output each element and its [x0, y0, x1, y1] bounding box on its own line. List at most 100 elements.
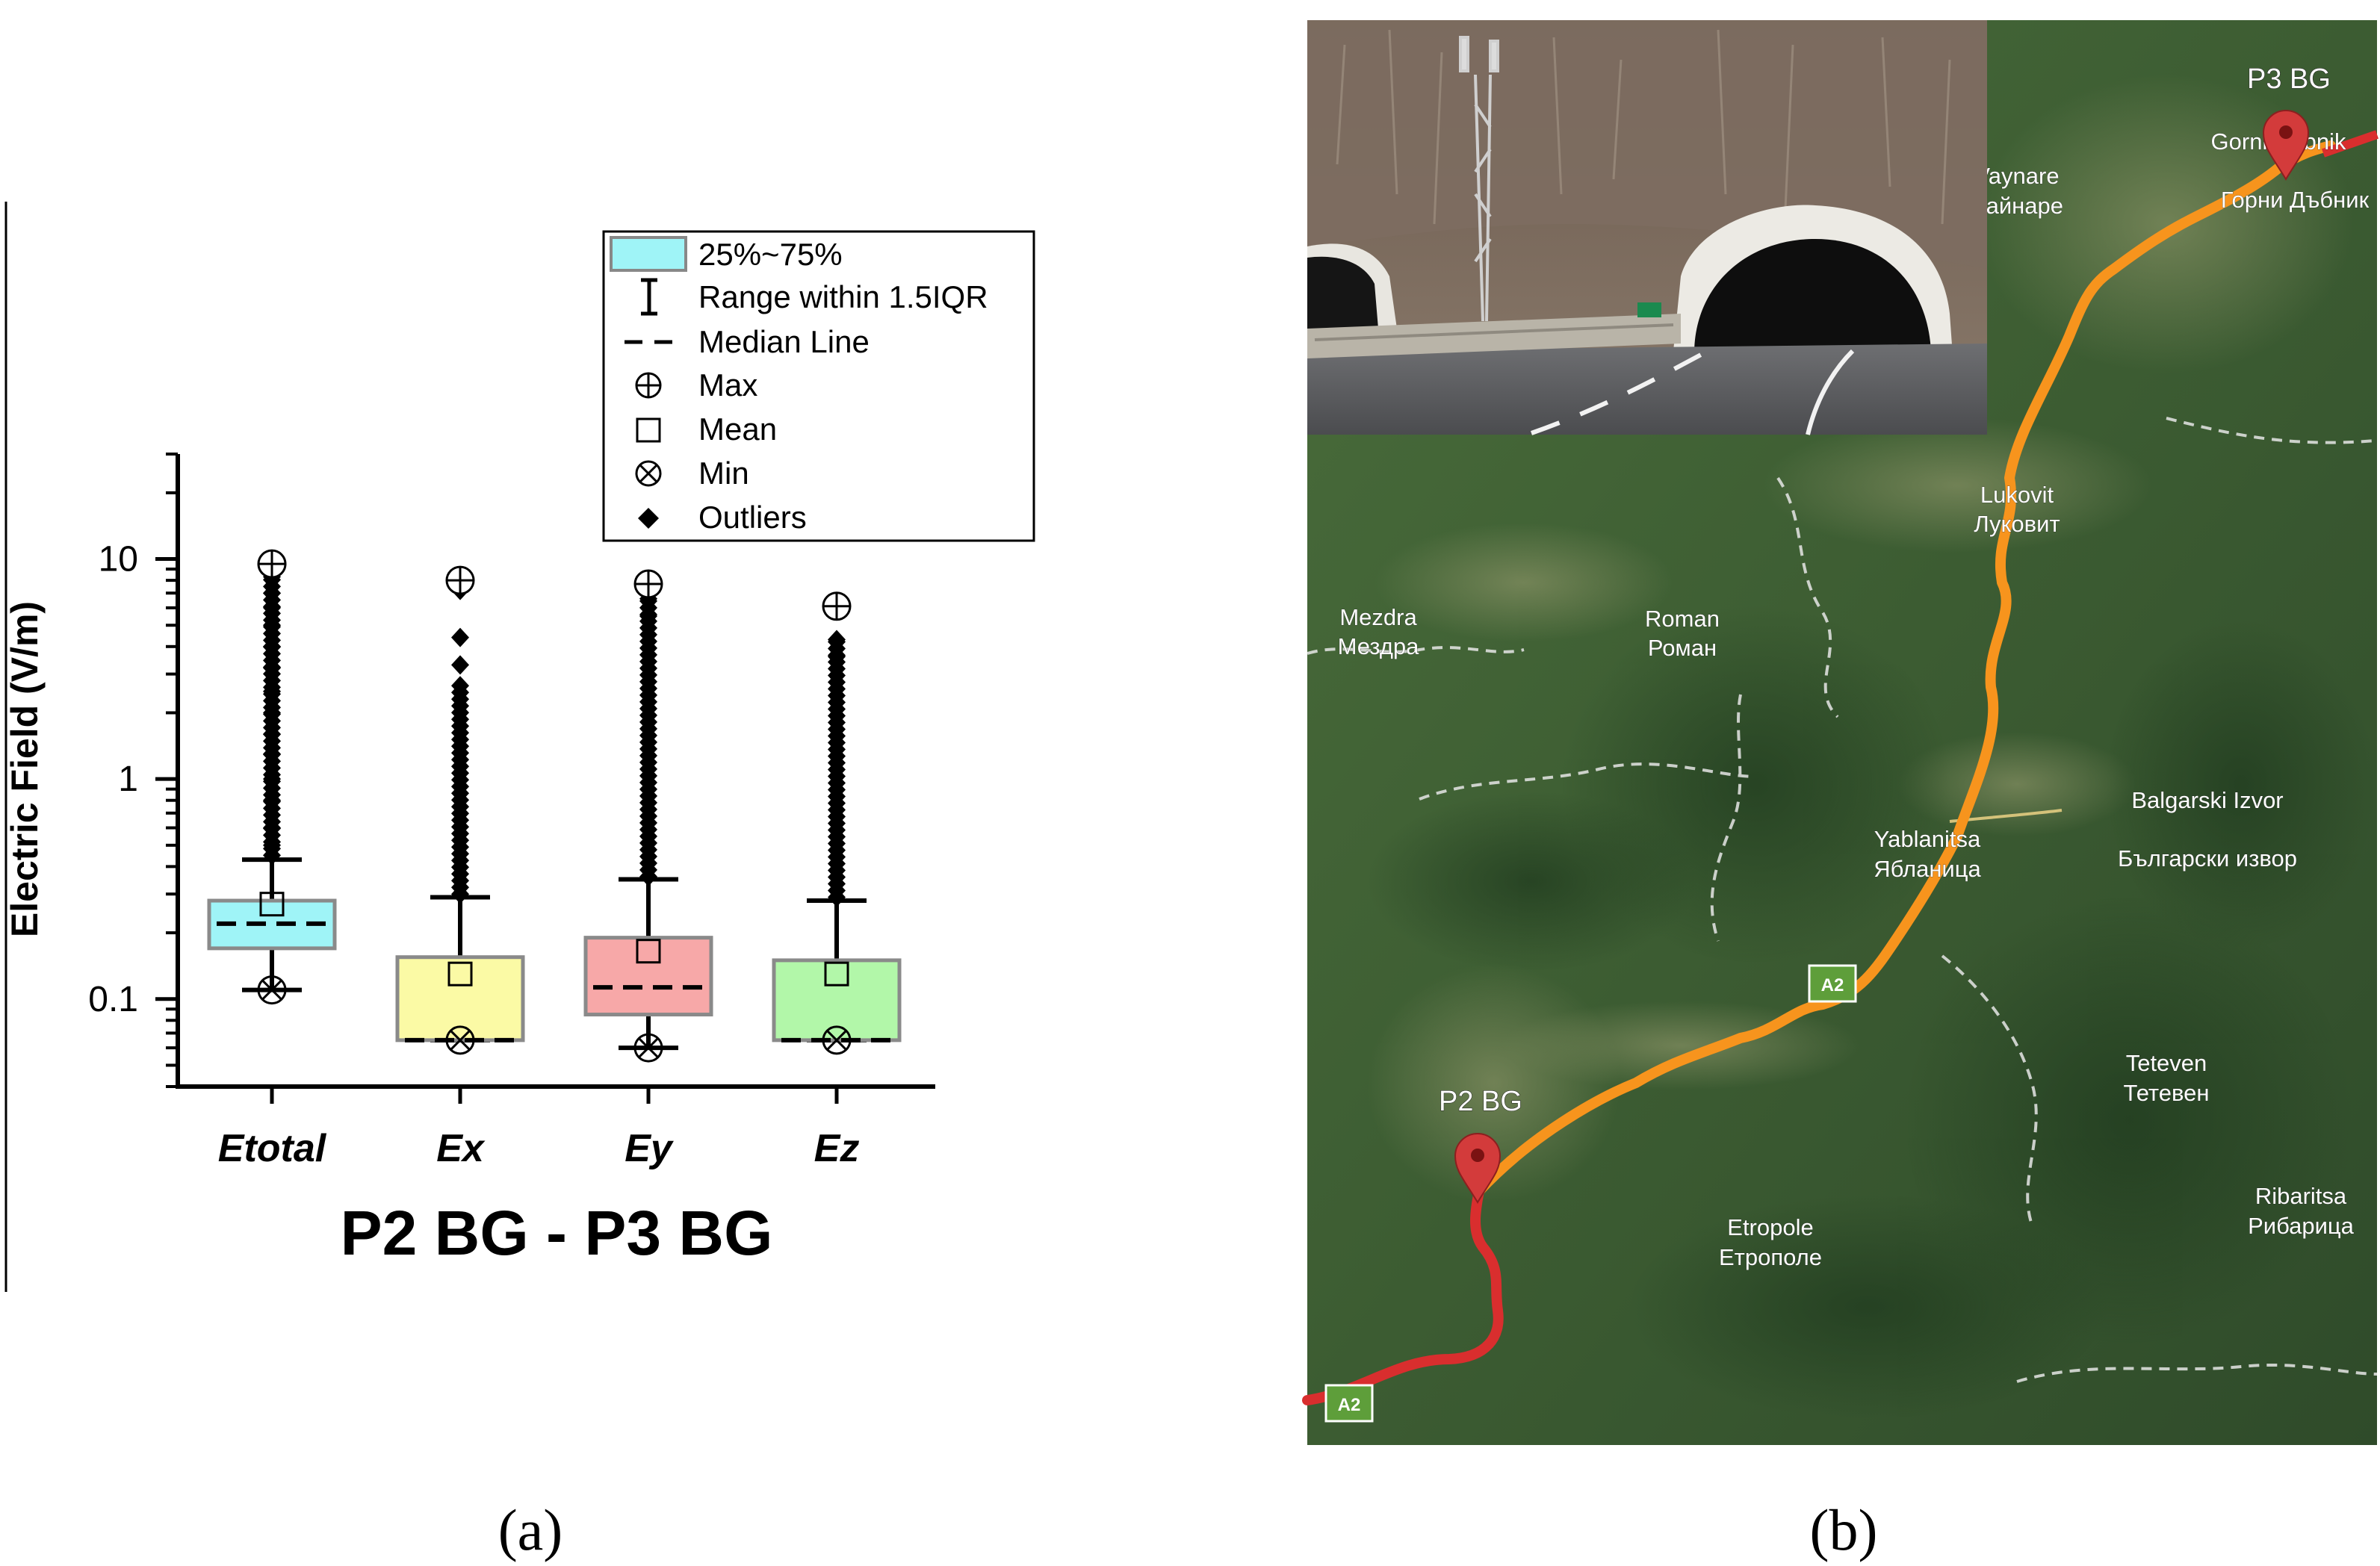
- road-badge-a2-rect: [1808, 964, 1857, 1003]
- photo-antenna-mast: [1459, 36, 1499, 322]
- road-badge-a2-rect: [1324, 1384, 1374, 1423]
- place-label-en: Vaynare: [1974, 163, 2059, 189]
- legend-box-label: 25%~75%: [698, 237, 843, 272]
- photo-mast-lattice: [1474, 74, 1492, 322]
- route-orange-segment: [1474, 140, 2336, 1196]
- boundary-line: [1941, 954, 2038, 1225]
- legend-item-outlier: Outliers: [638, 500, 807, 535]
- boundary-line: [1419, 762, 1756, 801]
- legend-min-cross: [639, 464, 658, 483]
- legend-outlier-label: Outliers: [698, 500, 807, 535]
- place-label-bg: Български извор: [2118, 845, 2297, 871]
- max-marker-cross: [447, 567, 474, 594]
- terrain-valley: [1897, 732, 2136, 836]
- min-marker-cross: [261, 980, 282, 1000]
- outlier-point: [263, 703, 281, 723]
- place-label-en: Teteven: [2126, 1050, 2207, 1076]
- place-label-bg: Роман: [1648, 635, 1717, 661]
- photo-antenna-panel: [1489, 40, 1499, 72]
- mean-marker: [447, 961, 473, 986]
- y-tick-label: 1: [118, 759, 138, 799]
- boundary-line: [1307, 646, 1525, 655]
- photo-tree-texture: [1336, 29, 1951, 225]
- admin-boundaries: [1307, 417, 2378, 1383]
- terrain-valley: [1980, 75, 2353, 373]
- x-tick-label: Ez: [814, 1127, 860, 1170]
- p2-point-label: P2 BG: [1439, 1086, 1522, 1117]
- photo-main-tunnel: [1694, 239, 1931, 351]
- p3-marker-pin: [2262, 110, 2310, 181]
- outlier-point: [263, 615, 281, 636]
- photo-road: [1307, 344, 1987, 435]
- road-badge-a2-text: A2: [1338, 1395, 1361, 1415]
- legend-max-cross: [636, 373, 660, 397]
- chart-title: P2 BG - P3 BG: [341, 1198, 773, 1268]
- outlier-point: [263, 636, 281, 656]
- legend-item-max: Max: [635, 367, 757, 403]
- legend-item-whisker: Range within 1.5IQR: [641, 278, 988, 316]
- box-etotal: [207, 549, 337, 1005]
- place-label-bg: Тетевен: [2124, 1080, 2210, 1106]
- place-label-en: Yablanitsa: [1874, 826, 1981, 852]
- terrain-forest: [2107, 620, 2376, 948]
- mean-marker: [636, 939, 661, 964]
- outlier-point: [451, 627, 469, 647]
- p2-marker-icon: [1454, 1133, 1502, 1204]
- max-marker-cross: [823, 592, 850, 620]
- road-badge-a2-text: A2: [1821, 975, 1844, 995]
- legend-min-label: Min: [698, 456, 749, 491]
- mean-marker: [824, 961, 849, 986]
- box-ez: [772, 591, 902, 1055]
- place-label-bg: Рибарица: [2248, 1213, 2355, 1239]
- max-marker-cross: [258, 550, 285, 578]
- terrain-forest: [1367, 792, 1696, 971]
- legend-frame: [602, 230, 1035, 542]
- route-red-segment: [1302, 1186, 1504, 1405]
- box-ex: [395, 565, 525, 1055]
- x-tick-label: Ey: [625, 1127, 675, 1170]
- outlier-point: [263, 724, 281, 745]
- legend-max-label: Max: [698, 367, 757, 403]
- p2-marker-pin: [1454, 1133, 1502, 1204]
- road-badge-a2-west: A2: [1324, 1384, 1374, 1423]
- outlier-point: [263, 597, 281, 618]
- outlier-point: [263, 818, 281, 838]
- road-badge-a2: A2: [1808, 964, 1857, 1003]
- terrain-valley: [1375, 523, 1673, 642]
- max-marker-cross: [635, 571, 662, 598]
- outlier-point: [263, 835, 281, 855]
- min-marker-cross: [450, 1030, 471, 1050]
- outlier-point: [263, 658, 281, 678]
- outlier-point: [451, 676, 469, 696]
- place-label-bg: Ябланица: [1874, 856, 1981, 882]
- outlier-point: [828, 630, 846, 650]
- photo-lane-marking: [1531, 347, 1712, 435]
- legend-item-box: 25%~75%: [610, 236, 843, 272]
- outlier-point: [639, 606, 657, 627]
- min-marker: [257, 975, 287, 1005]
- p2-marker-dot: [1471, 1149, 1484, 1162]
- legend-whisker-symbol: [641, 278, 657, 316]
- legend-median-label: Median Line: [698, 324, 870, 359]
- tunnel-photo-inset: [1307, 20, 1987, 435]
- min-marker: [822, 1025, 852, 1055]
- iqr-box: [583, 936, 713, 1017]
- legend-mean-label: Mean: [698, 411, 777, 447]
- legend-item-median: Median Line: [625, 324, 870, 359]
- outlier-point: [263, 744, 281, 764]
- legend-mean-symbol: [636, 417, 661, 443]
- place-label-bg: Луковит: [1974, 511, 2060, 537]
- photo-tree-lines: [1336, 29, 1951, 225]
- place-label-en: Ribaritsa: [2255, 1183, 2347, 1209]
- place-label-en: Roman: [1645, 606, 1720, 632]
- place-label-en: Lukovit: [1980, 482, 2054, 508]
- min-marker-cross: [638, 1038, 659, 1058]
- outlier-point: [451, 655, 469, 675]
- photo-left-tunnel: [1307, 256, 1378, 329]
- min-marker-cross: [826, 1030, 847, 1050]
- place-label-en: Etropole: [1727, 1214, 1813, 1240]
- min-marker: [633, 1033, 663, 1063]
- panel-a-caption: (a): [498, 1497, 563, 1562]
